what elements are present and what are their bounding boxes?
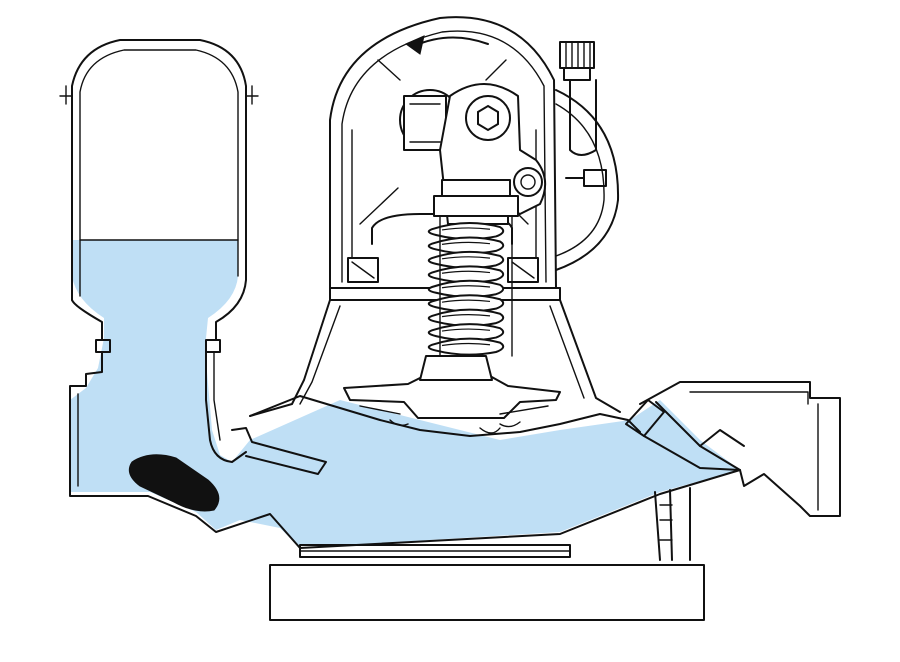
spring-coil-inner [441,328,491,332]
spring-coil [427,250,505,269]
inlet-body [69,351,327,549]
liquid-fill [70,240,740,548]
spring-coil [427,236,505,255]
spring-coil [427,265,505,284]
spring-coil-inner [441,342,491,347]
spring-coil-inner [441,241,491,245]
spring-coil-inner [441,314,491,318]
hex-socket-icon [477,104,499,132]
motor-housing [329,16,620,289]
spring-coil [427,308,505,327]
spring-coil [427,323,505,342]
air-chamber-liquid [70,240,740,548]
spring-coil-inner [441,285,491,289]
spring-coil [427,337,505,356]
spring-coil [427,294,505,313]
spring-collar [419,215,513,381]
spring-coil-inner [441,270,491,274]
spring-coil [427,279,505,298]
compression-spring [427,195,519,356]
counterclockwise-arrow-icon [404,35,489,55]
knurled-cap-icon [559,41,597,156]
pump-housing [249,287,641,437]
spring-coil-inner [441,299,491,303]
spring-coil-inner [441,256,491,260]
air-chamber [59,39,259,353]
base-plate [269,487,705,621]
eccentric-mechanism [399,83,547,225]
sludge-deposit [128,454,220,512]
spring-coil-inner [441,227,491,231]
spring-coil [427,222,505,241]
outlet-body [299,381,841,549]
